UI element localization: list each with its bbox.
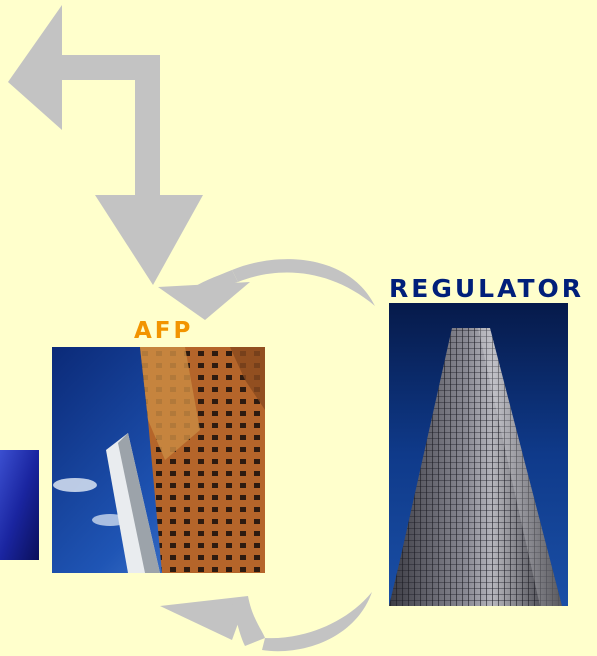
curved-arrow-upper bbox=[158, 259, 375, 320]
bent-double-arrow bbox=[8, 5, 203, 285]
left-partial-box bbox=[0, 450, 39, 560]
regulator-building-photo bbox=[389, 303, 568, 606]
bent-arrow-shaft bbox=[62, 55, 160, 195]
afp-label: AFP bbox=[134, 318, 194, 344]
afp-building-photo bbox=[52, 347, 265, 573]
bent-arrow-head-up bbox=[8, 5, 62, 130]
regulator-label: REGULATOR bbox=[389, 274, 585, 303]
bent-arrow-head-down bbox=[95, 195, 203, 285]
curved-arrow-lower bbox=[160, 592, 372, 652]
